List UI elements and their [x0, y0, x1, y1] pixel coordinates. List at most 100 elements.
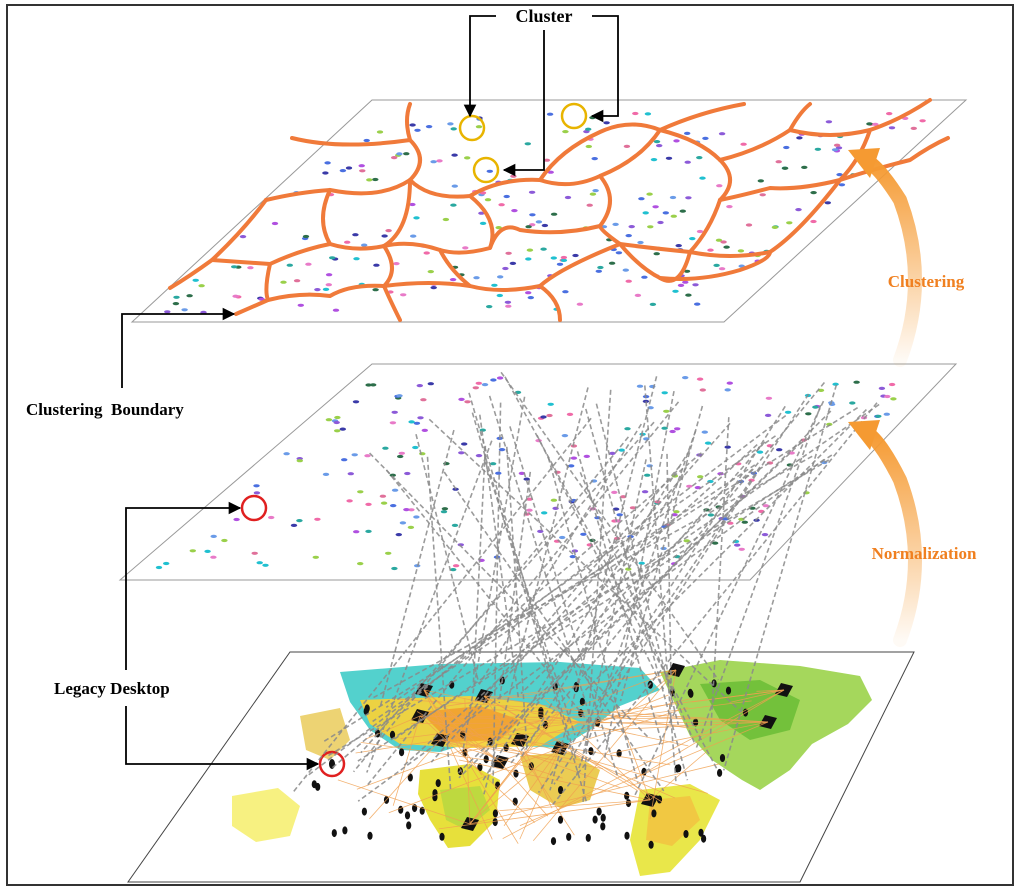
mapping-line	[580, 459, 647, 763]
mapping-line	[369, 452, 649, 738]
clustered-point	[824, 201, 831, 205]
clustered-point	[814, 147, 822, 151]
normalized-point	[475, 454, 483, 458]
mapping-line	[579, 471, 696, 743]
normalized-point	[427, 382, 434, 386]
clustered-point	[525, 257, 532, 261]
clustered-point	[628, 225, 635, 229]
normalized-point	[583, 454, 590, 458]
desktop-marker	[492, 818, 498, 827]
desktop-marker	[550, 837, 557, 846]
clustered-point	[322, 287, 330, 291]
normalized-point	[256, 561, 263, 565]
normalized-point	[391, 410, 398, 414]
normalized-point	[566, 412, 574, 416]
desktop-marker	[477, 763, 483, 772]
clustered-point	[886, 112, 893, 116]
clustered-point	[696, 229, 704, 234]
clustered-point	[497, 275, 504, 279]
normalized-point	[756, 450, 764, 454]
clustered-point	[718, 132, 726, 136]
clustered-point	[305, 262, 312, 266]
mapping-line	[603, 390, 675, 759]
cluster-marker-3	[472, 156, 500, 184]
clustered-point	[173, 295, 180, 299]
clustered-point	[723, 245, 730, 249]
clustered-point	[595, 269, 602, 273]
clustered-point	[345, 166, 353, 170]
normalized-point	[461, 442, 468, 446]
clustered-point	[656, 144, 663, 148]
clustered-point	[810, 191, 817, 195]
clustered-point	[447, 122, 454, 126]
clustered-point	[502, 266, 509, 271]
clustered-point	[427, 270, 434, 274]
mapping-line	[585, 408, 689, 781]
clustered-point	[302, 234, 310, 239]
clustered-point	[866, 122, 873, 126]
normalized-point	[416, 384, 423, 388]
network-link	[499, 799, 651, 811]
normalized-point	[296, 459, 303, 463]
clustered-point	[838, 183, 846, 187]
normalized-point	[210, 555, 217, 559]
clustered-point	[413, 216, 420, 220]
network-link	[459, 759, 651, 801]
normalized-point	[397, 454, 404, 459]
normalized-point	[561, 434, 569, 438]
clustered-point	[344, 240, 351, 244]
normalized-point	[389, 421, 397, 425]
clustered-point	[504, 300, 512, 304]
desktop-marker	[651, 809, 657, 818]
desktop-marker	[566, 832, 572, 841]
clustered-point	[550, 212, 558, 216]
clustered-point	[603, 121, 610, 125]
clustered-point	[271, 221, 279, 226]
clustering-boundary-label: Clustering Boundary	[26, 400, 184, 419]
clustered-point	[423, 251, 430, 255]
cluster-boundaries	[168, 98, 950, 322]
clustered-point	[479, 221, 487, 225]
clustered-point	[685, 293, 692, 297]
clustered-point	[560, 258, 568, 262]
mapping-lines	[292, 371, 880, 806]
normalized-point	[832, 382, 839, 386]
normalized-point	[641, 490, 649, 494]
cluster-marker-2	[560, 102, 588, 130]
clustered-point	[473, 276, 480, 280]
normalized-point	[391, 566, 398, 571]
clustered-point	[585, 127, 592, 131]
normalized-plane	[118, 363, 958, 581]
desktop-marker	[579, 697, 586, 706]
normalized-point	[283, 452, 290, 456]
mapping-line	[634, 400, 825, 796]
desktop-marker	[439, 832, 445, 841]
clustered-point	[646, 192, 653, 196]
desktop-marker	[600, 813, 606, 822]
network-link	[423, 689, 483, 776]
mapping-line	[458, 410, 832, 779]
normalized-point	[417, 416, 424, 420]
clustered-point	[638, 197, 645, 201]
normalized-point	[523, 477, 530, 481]
clustered-point	[239, 235, 247, 239]
clustered-point	[505, 304, 512, 308]
network-link	[519, 721, 769, 826]
clustered-point	[672, 289, 679, 293]
normalized-point	[724, 445, 731, 449]
normalized-point	[314, 517, 321, 521]
normalized-point	[365, 529, 372, 534]
clustered-point	[322, 171, 329, 175]
clustered-point	[685, 196, 692, 200]
network-link	[423, 689, 487, 742]
clustered-point	[720, 240, 727, 244]
mapping-line	[443, 471, 665, 792]
clustered-point	[684, 160, 691, 164]
normalized-point	[537, 529, 544, 534]
mapping-line	[666, 453, 673, 708]
normalized-point	[878, 386, 886, 390]
network-link	[559, 707, 688, 749]
normalized-point	[661, 391, 668, 395]
desktop-marker	[406, 821, 412, 830]
normalized-point	[671, 513, 678, 517]
